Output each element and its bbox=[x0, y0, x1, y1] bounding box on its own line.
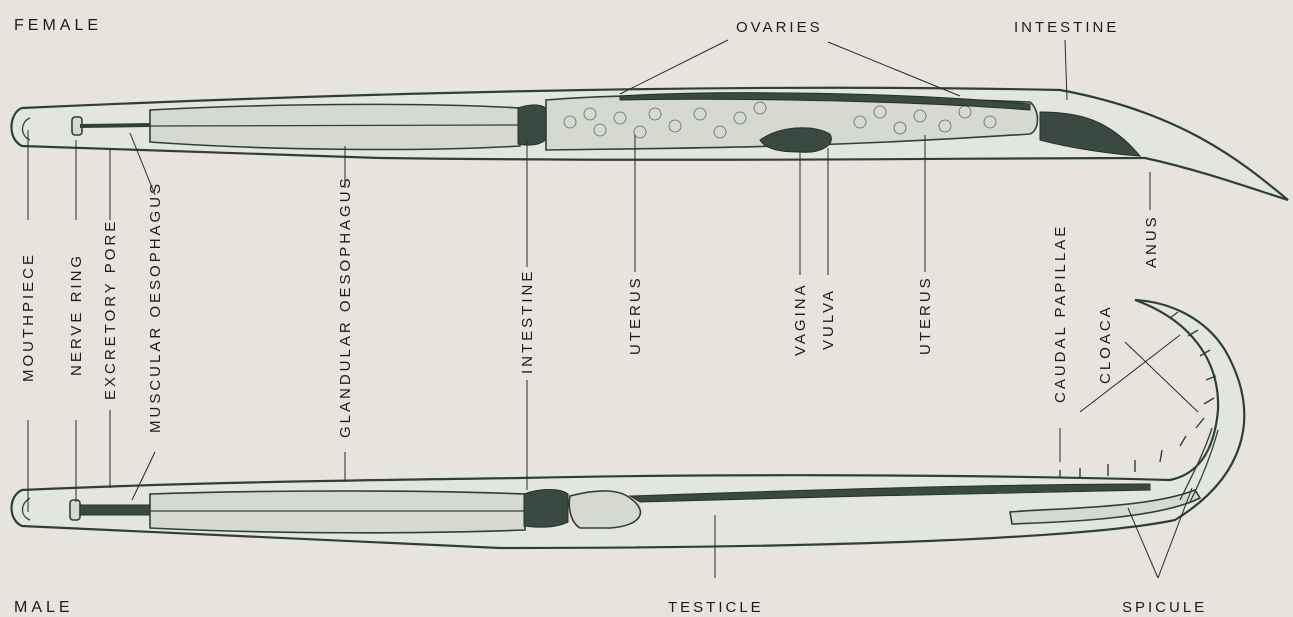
label-vagina: VAGINA bbox=[792, 282, 809, 356]
label-uterus-left: UTERUS bbox=[627, 275, 644, 355]
label-muscular-oesophagus: MUSCULAR OESOPHAGUS bbox=[147, 181, 164, 433]
label-intestine-top: INTESTINE bbox=[1014, 19, 1119, 36]
female-worm bbox=[11, 88, 1288, 200]
female-glandular-oesophagus bbox=[150, 104, 520, 149]
label-excretory-pore: EXCRETORY PORE bbox=[102, 219, 119, 400]
male-title: MALE bbox=[14, 599, 74, 616]
label-glandular-oesophagus: GLANDULAR OESOPHAGUS bbox=[337, 175, 354, 438]
label-uterus-right: UTERUS bbox=[917, 275, 934, 355]
male-muscular-oesophagus bbox=[80, 505, 150, 515]
female-intestine-bulb bbox=[518, 105, 546, 145]
female-title: FEMALE bbox=[14, 17, 102, 34]
label-nerve-ring: NERVE RING bbox=[68, 253, 85, 376]
label-intestine-mid: INTESTINE bbox=[519, 269, 536, 374]
male-glandular-oesophagus bbox=[150, 491, 525, 533]
label-anus: ANUS bbox=[1143, 214, 1160, 268]
label-vulva: VULVA bbox=[820, 288, 837, 350]
label-cloaca: CLOACA bbox=[1097, 304, 1114, 384]
female-muscular-oesophagus bbox=[80, 125, 150, 126]
label-ovaries: OVARIES bbox=[736, 19, 823, 36]
male-nerve-ring-band bbox=[70, 500, 80, 520]
label-mouthpiece: MOUTHPIECE bbox=[20, 252, 37, 382]
label-testicle: TESTICLE bbox=[668, 599, 764, 616]
label-caudal-papillae: CAUDAL PAPILLAE bbox=[1052, 224, 1069, 403]
male-intestine-bulb bbox=[524, 490, 568, 528]
label-spicule: SPICULE bbox=[1122, 599, 1207, 616]
